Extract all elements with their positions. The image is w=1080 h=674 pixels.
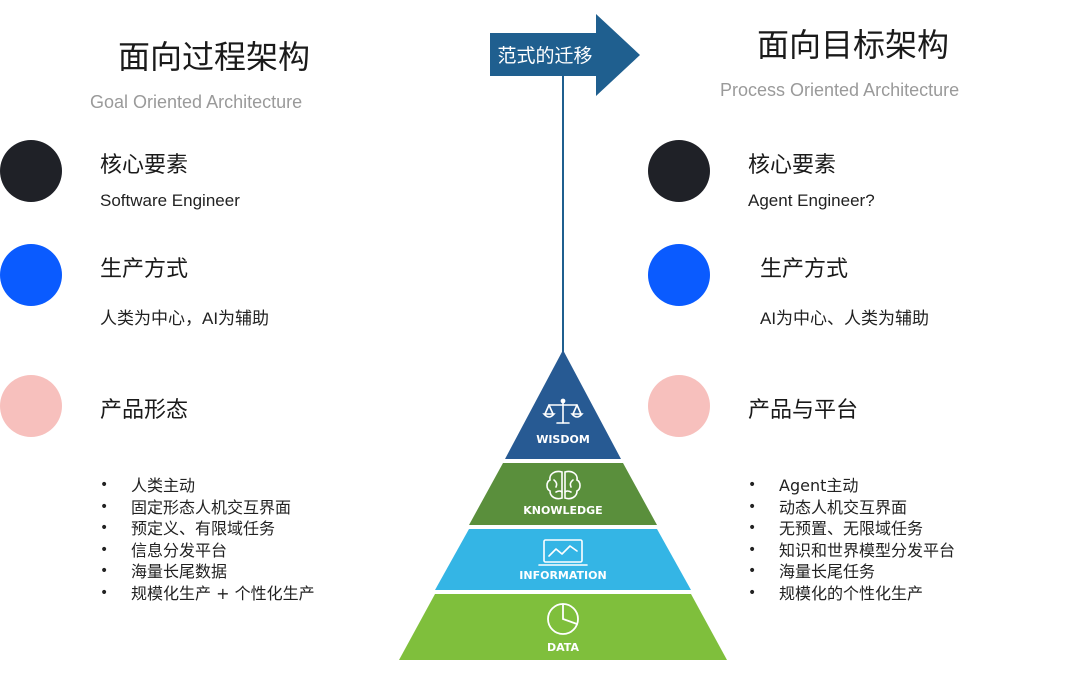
- list-item: 人类主动: [100, 475, 315, 497]
- right-product-heading: 产品与平台: [748, 398, 859, 423]
- right-core-heading: 核心要素: [748, 153, 837, 178]
- left-production-dot: [0, 244, 62, 306]
- left-core-text: Software Engineer: [100, 191, 240, 210]
- list-item: 固定形态人机交互界面: [100, 497, 315, 519]
- left-bullet-list: 人类主动 固定形态人机交互界面 预定义、有限域任务 信息分发平台 海量长尾数据 …: [100, 475, 315, 605]
- list-item: 海量长尾任务: [748, 561, 955, 583]
- right-product-dot: [648, 375, 710, 437]
- list-item: 预定义、有限域任务: [100, 518, 315, 540]
- left-core-dot: [0, 140, 62, 202]
- list-item: 信息分发平台: [100, 540, 315, 562]
- pyramid-label-information: INFORMATION: [519, 569, 606, 582]
- monitor-chart-icon: [538, 539, 588, 566]
- pyramid-level-knowledge: [469, 463, 657, 525]
- pyramid-label-data: DATA: [547, 641, 579, 654]
- pyramid-level-data: [399, 594, 727, 660]
- right-subtitle: Process Oriented Architecture: [720, 80, 960, 100]
- brain-icon: [546, 470, 581, 500]
- list-item: 无预置、无限域任务: [748, 518, 955, 540]
- list-item: 规模化生产 + 个性化生产: [100, 583, 315, 605]
- right-production-heading: 生产方式: [760, 257, 849, 282]
- pie-chart-icon: [547, 603, 579, 635]
- left-production-text: 人类为中心，AI为辅助: [100, 309, 270, 328]
- left-production-heading: 生产方式: [100, 257, 189, 282]
- transition-arrow: [490, 14, 640, 96]
- left-product-dot: [0, 375, 62, 437]
- list-item: 知识和世界模型分发平台: [748, 540, 955, 562]
- list-item: 规模化的个性化生产: [748, 583, 955, 605]
- list-item: Agent主动: [748, 475, 955, 497]
- left-core-heading: 核心要素: [100, 153, 189, 178]
- list-item: 动态人机交互界面: [748, 497, 955, 519]
- right-production-dot: [648, 244, 710, 306]
- left-subtitle: Goal Oriented Architecture: [90, 92, 303, 112]
- right-core-text: Agent Engineer?: [748, 191, 875, 210]
- right-core-dot: [648, 140, 710, 202]
- pyramid-label-knowledge: KNOWLEDGE: [523, 504, 602, 517]
- right-bullet-list: Agent主动 动态人机交互界面 无预置、无限域任务 知识和世界模型分发平台 海…: [748, 475, 955, 605]
- pyramid-level-information: [435, 529, 691, 590]
- transition-arrow-label: 范式的迁移: [497, 45, 592, 67]
- right-title: 面向目标架构: [757, 26, 950, 64]
- right-production-text: AI为中心、人类为辅助: [760, 309, 930, 328]
- scales-icon: [542, 398, 584, 424]
- list-item: 海量长尾数据: [100, 561, 315, 583]
- pyramid-label-wisdom: WISDOM: [536, 433, 590, 446]
- left-title: 面向过程架构: [118, 38, 311, 76]
- left-product-heading: 产品形态: [100, 398, 189, 423]
